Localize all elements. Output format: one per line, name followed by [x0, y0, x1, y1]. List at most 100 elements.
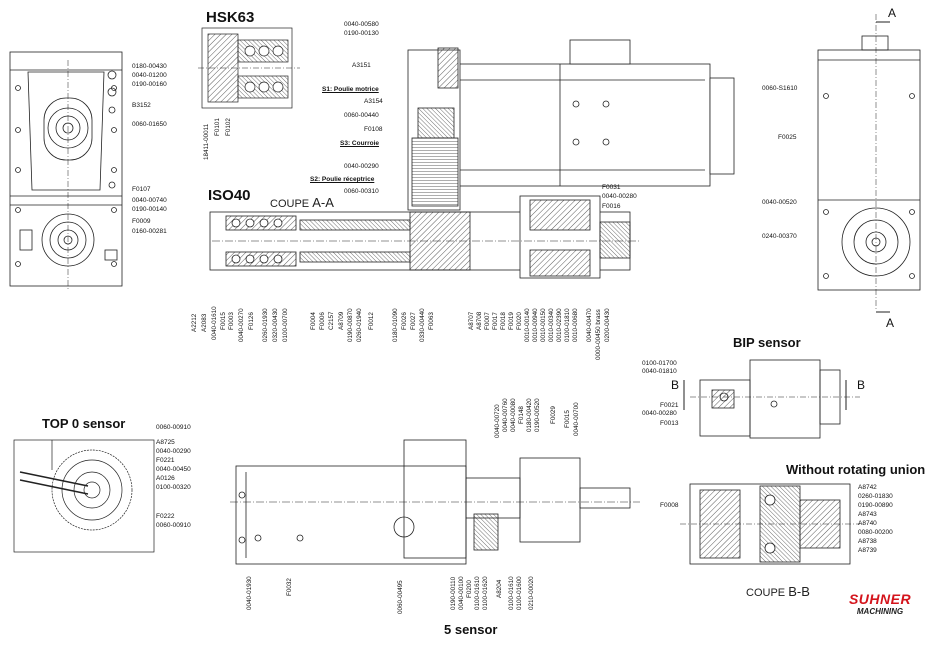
part-label: 0040-00290: [344, 163, 379, 170]
part-label: F0107: [132, 186, 151, 193]
part-label: 0190-00110: [450, 576, 457, 610]
iso40-title: ISO40: [208, 187, 251, 204]
logo-brand: SUHNER: [848, 591, 912, 607]
part-label: 0260-01930: [262, 308, 269, 342]
part-label: 0010-00150: [540, 308, 547, 342]
part-label: 0100-01620: [482, 576, 489, 610]
part-label: A8743: [858, 511, 877, 518]
part-label: 0010-00140: [524, 308, 531, 342]
part-label: F0063: [428, 312, 435, 330]
part-label: 0190-00160: [132, 81, 167, 88]
part-label: 0040-00100: [458, 576, 465, 610]
part-label: F0006: [319, 312, 326, 330]
part-label: A8738: [858, 538, 877, 545]
part-label: 0040-00290: [156, 448, 191, 455]
left-front-view: [9, 51, 123, 290]
iso40-cross-section: [209, 39, 735, 279]
part-label: 0040-00080: [510, 398, 517, 432]
part-label: 18411-00011: [203, 123, 210, 160]
part-label: A8707: [468, 311, 475, 330]
part-label: C2157: [328, 311, 335, 330]
part-label: 0100-01810: [564, 308, 571, 342]
section-bb-label: COUPE B-B: [746, 584, 810, 599]
part-label: A2083: [201, 313, 208, 332]
part-label: 0040-00450: [156, 466, 191, 473]
part-label: F0003: [228, 312, 235, 330]
part-label: F0015: [564, 410, 571, 428]
part-label: F0102: [225, 118, 232, 136]
part-label: 0180-00430: [132, 63, 167, 70]
part-label: F0126: [248, 312, 255, 330]
five-sensor-title: 5 sensor: [444, 622, 498, 637]
part-label: 0330-00440: [419, 308, 426, 342]
part-label: F0007: [484, 312, 491, 330]
part-label: 0040-00580: [344, 21, 379, 28]
part-label: A2212: [191, 313, 198, 332]
part-label: F0012: [368, 312, 375, 330]
part-label: 0040-01200: [132, 72, 167, 79]
part-label: 0100-01700: [642, 360, 677, 367]
part-label: 0190-00520: [534, 398, 541, 432]
without-rotating-union-title: Without rotating union: [786, 462, 926, 477]
part-label: 0060-00910: [156, 522, 191, 529]
part-label: S3: Courroie: [340, 140, 380, 147]
section-marker-a-top: A: [888, 6, 897, 20]
part-label: F0009: [132, 218, 151, 225]
part-label: 0040-00720: [494, 404, 501, 438]
part-label: F0017: [492, 312, 499, 330]
part-label: F0101: [214, 118, 221, 136]
five-sensor-assembly: [230, 439, 640, 565]
part-label: 0040-00740: [132, 197, 167, 204]
part-label: 0180-00420: [526, 398, 533, 432]
part-label: F0108: [364, 126, 383, 133]
part-label: F0015: [220, 312, 227, 330]
part-label: A8708: [476, 311, 483, 330]
part-label: 0160-00281: [132, 228, 167, 235]
part-label: 0190-00870: [347, 308, 354, 342]
part-label: 0240-00370: [762, 233, 797, 240]
part-label: 0040-01810: [642, 368, 677, 375]
part-label: F0031: [602, 184, 621, 191]
part-label: 0010-00680: [572, 308, 579, 342]
part-label: 0100-00320: [156, 484, 191, 491]
hsk63-section: [198, 27, 300, 109]
part-label: 0040-00270: [238, 308, 245, 342]
part-label: 0010-00940: [532, 308, 539, 342]
part-label: 0190-00890: [858, 502, 893, 509]
bip-sensor-title: BIP sensor: [733, 335, 801, 350]
part-label: 0060-01650: [132, 121, 167, 128]
section-marker-b-right: B: [857, 378, 866, 392]
part-label: 0100-00700: [282, 308, 289, 342]
part-label: A0126: [156, 475, 175, 482]
part-label: 0040-00280: [642, 410, 677, 417]
part-label: 0060-00440: [344, 112, 379, 119]
section-marker-b-left: B: [671, 378, 680, 392]
part-label: 0040-01610: [211, 306, 218, 340]
hsk63-title: HSK63: [206, 9, 255, 26]
part-label: S2: Poulie réceptrice: [310, 176, 375, 183]
part-label: 0010-00340: [548, 308, 555, 342]
part-label: F0027: [410, 312, 417, 330]
part-label: 0100-01600: [516, 576, 523, 610]
part-label: 0060-00495: [397, 580, 404, 614]
part-label: 0260-01940: [356, 308, 363, 342]
part-label: 0060-00910: [156, 424, 191, 431]
part-label: A8742: [858, 484, 877, 491]
part-label: 0040-00760: [502, 398, 509, 432]
part-label: B3152: [132, 102, 151, 109]
part-label: F0029: [550, 406, 557, 424]
part-label: 0200-00430: [604, 308, 611, 342]
part-label: A3151: [352, 62, 371, 69]
section-aa-label: COUPE A-A: [270, 195, 334, 210]
part-label: 0210-00020: [528, 576, 535, 610]
part-label: F0032: [286, 578, 293, 596]
part-label: F0148: [518, 406, 525, 424]
part-label: 0100-01610: [508, 576, 515, 610]
part-label: F0222: [156, 513, 175, 520]
part-label: A8725: [156, 439, 175, 446]
part-label: 0040-00280: [602, 193, 637, 200]
part-label: 0080-00200: [858, 529, 893, 536]
bip-sensor-detail: [683, 359, 860, 439]
part-label: 0040-00700: [573, 402, 580, 436]
part-label: F0200: [466, 580, 473, 598]
